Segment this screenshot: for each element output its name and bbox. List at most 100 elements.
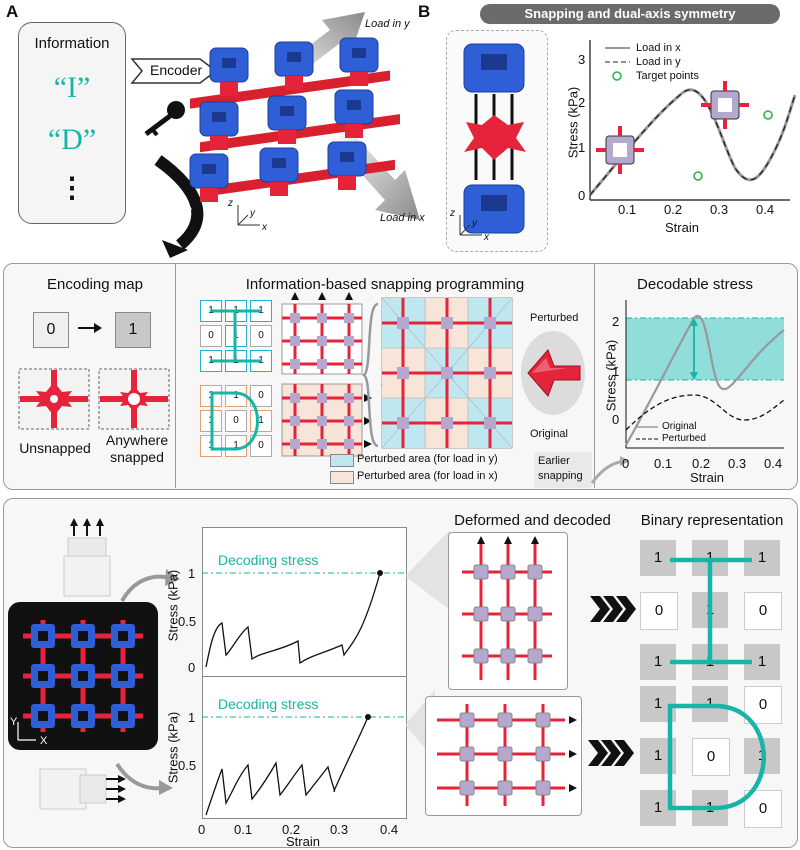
physical-sample-photo [8,602,158,750]
b-xlabel: Strain [665,220,699,235]
code-zero: 0 [46,321,56,338]
b-xtick: 0.4 [756,202,775,217]
binary-cell: 0 [640,592,678,630]
target-point [763,110,773,120]
arrow-right-icon [78,323,102,333]
binary-cell: 0 [744,592,782,630]
b-ytick: 2 [578,95,586,110]
information-title: Information [34,35,110,52]
unsnapped-cell-illustration [18,368,90,430]
legend-perturbed: Perturbed [662,433,706,444]
deformed-title: Deformed and decoded [454,512,611,529]
grid-d-cell: 1 [250,410,272,432]
x-load-curve [205,716,369,816]
encoder-arrow-icon [130,58,218,84]
b-ytick: 1 [578,140,586,155]
original-label: Original [530,428,568,440]
grid-d-cell: 0 [250,435,272,457]
panel-b-label: B [418,2,431,21]
c-xlabel: Strain [690,470,724,485]
key-icon [144,101,185,137]
legend-load-y: Load in y [636,56,681,68]
legend-perturbed-x: Perturbed area (for load in x) [357,470,498,482]
b-xtick: 0.2 [664,202,683,217]
y-load-fixture-icon [63,518,111,597]
c-ytick: 2 [612,314,620,329]
lattice-pattern-y [281,292,363,375]
earlier-snapping-text: Earlier snapping [538,455,583,482]
letter-d-overlay [667,703,766,811]
panel-c-divider [594,264,595,488]
axis-triad-icon [459,215,482,236]
lattice-3d-illustration [189,37,400,202]
photo-axis-y: Y [10,716,18,728]
axis-z-label-a: z [228,198,233,209]
load-x-label: Load in x [380,212,425,224]
info-item-i: “I” [53,71,91,104]
panel-a-label: A [6,2,19,21]
binary-grid-d: 1 1 0 1 0 1 1 1 0 [640,686,790,828]
decodable-stress-chart [625,300,785,449]
encoder-label: Encoder [150,62,203,78]
d-ylabel-bottom: Stress (kPa) [165,711,181,784]
d-ytick: 1 [188,710,196,725]
snapping-programming-title: Information-based snapping programming [245,276,525,293]
plus-bracket-icon [361,302,379,448]
d-chart-top [202,570,406,668]
target-point [693,171,703,181]
legend-load-x: Load in x [636,42,681,54]
perturbed-label: Perturbed [530,312,579,324]
c-xtick: 0.3 [728,456,747,471]
load-y-curve [589,89,796,196]
d-chart-bottom [202,714,406,816]
legend-target-points: Target points [636,70,699,82]
axis-y-label-a: y [250,208,255,219]
legend [605,47,630,81]
perturbed-lattice [381,297,513,449]
axis-triad-icon [237,205,260,226]
x-load-fixture-icon [39,768,126,810]
d-xtick: 0.4 [380,822,399,837]
binary-title: Binary representation [640,512,784,529]
code-one: 1 [128,321,138,338]
d-ytick: 0.5 [178,758,197,773]
grid-d-cell: 0 [225,410,247,432]
earlier-snapping-label: Earlier snapping [534,452,592,488]
letter-d-overlay [210,391,259,451]
c-xtick: 0 [622,456,630,471]
deformed-lattice-x [437,704,577,806]
grid-d-cell: 1 [225,385,247,407]
perturbed-curve [625,394,785,431]
b-ytick: 3 [578,52,586,67]
grid-d-cell: 0 [250,385,272,407]
axis-x-label-a: x [262,222,267,233]
c-ytick: 1 [612,364,620,379]
b-ytick: 0 [578,188,586,203]
panel-c-divider [175,264,176,488]
d-xtick: 0 [198,822,206,837]
d-xtick: 0.3 [330,822,349,837]
lattice-pattern-x [281,383,372,457]
b-xtick: 0.1 [618,202,637,217]
axis-z-label-b: z [450,208,455,219]
load-y-label: Load in y [365,18,410,30]
information-box: Information “I” “D” ⋮ [18,22,126,224]
photo-axis-x: X [40,735,48,747]
binary-cell: 1 [744,644,780,680]
c-xtick: 0.4 [764,456,783,471]
d-ytick: 0.5 [178,614,197,629]
c-xtick: 0.1 [654,456,673,471]
info-item-d: “D” [47,123,97,156]
d-xtick: 0.1 [234,822,253,837]
decoding-stress-top: Decoding stress [218,552,319,568]
unsnapped-label: Unsnapped [19,440,91,456]
grid-i: 1 1 1 0 1 0 1 1 1 [200,300,272,372]
binary-grid-i: 1 1 1 0 1 0 1 1 1 [640,540,790,680]
c-xtick: 0.2 [692,456,711,471]
d-xlabel: Strain [286,834,320,849]
d-chart-frame [202,527,407,819]
perturbed-detail-illustration [521,331,585,415]
panel-b-chart [588,40,797,201]
letter-i-overlay [670,557,752,665]
d-chart-split [202,676,406,677]
